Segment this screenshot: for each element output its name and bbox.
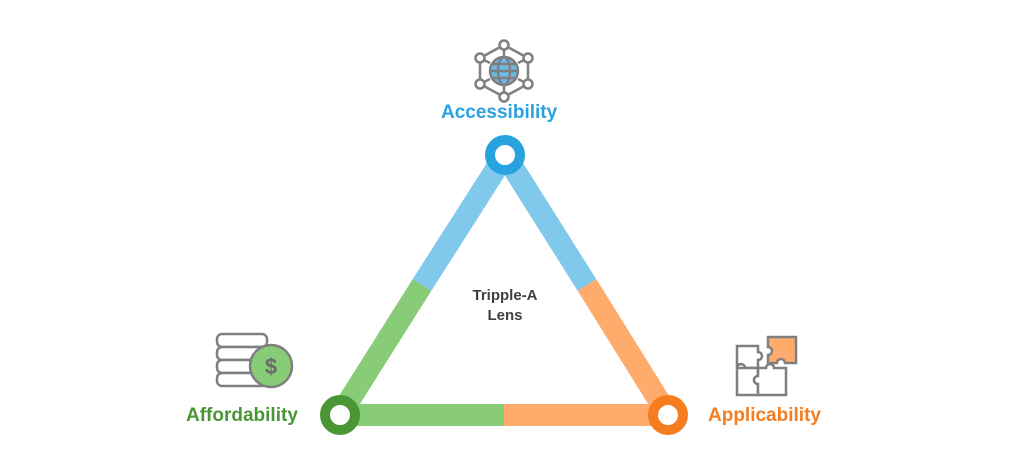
svg-text:$: $	[265, 354, 277, 379]
node-accessibility[interactable]	[485, 135, 525, 175]
puzzle-icon	[735, 335, 798, 397]
label-affordability: Affordability	[186, 405, 298, 426]
node-affordability[interactable]	[320, 395, 360, 435]
edge-top-right-orange	[577, 279, 678, 421]
center-title-line1: Tripple-A	[472, 287, 538, 304]
center-title-line2: Lens	[487, 307, 523, 324]
edge-top-left-blue	[412, 149, 515, 291]
center-title: Tripple-A Lens	[455, 286, 555, 326]
label-accessibility: Accessibility	[441, 102, 558, 123]
edge-top-left-green	[330, 279, 432, 421]
edge-top-right-blue	[495, 149, 597, 291]
label-applicability: Applicability	[708, 405, 821, 426]
coins-dollar-icon: $	[215, 332, 294, 389]
globe-network-icon	[474, 39, 534, 103]
node-applicability[interactable]	[648, 395, 688, 435]
